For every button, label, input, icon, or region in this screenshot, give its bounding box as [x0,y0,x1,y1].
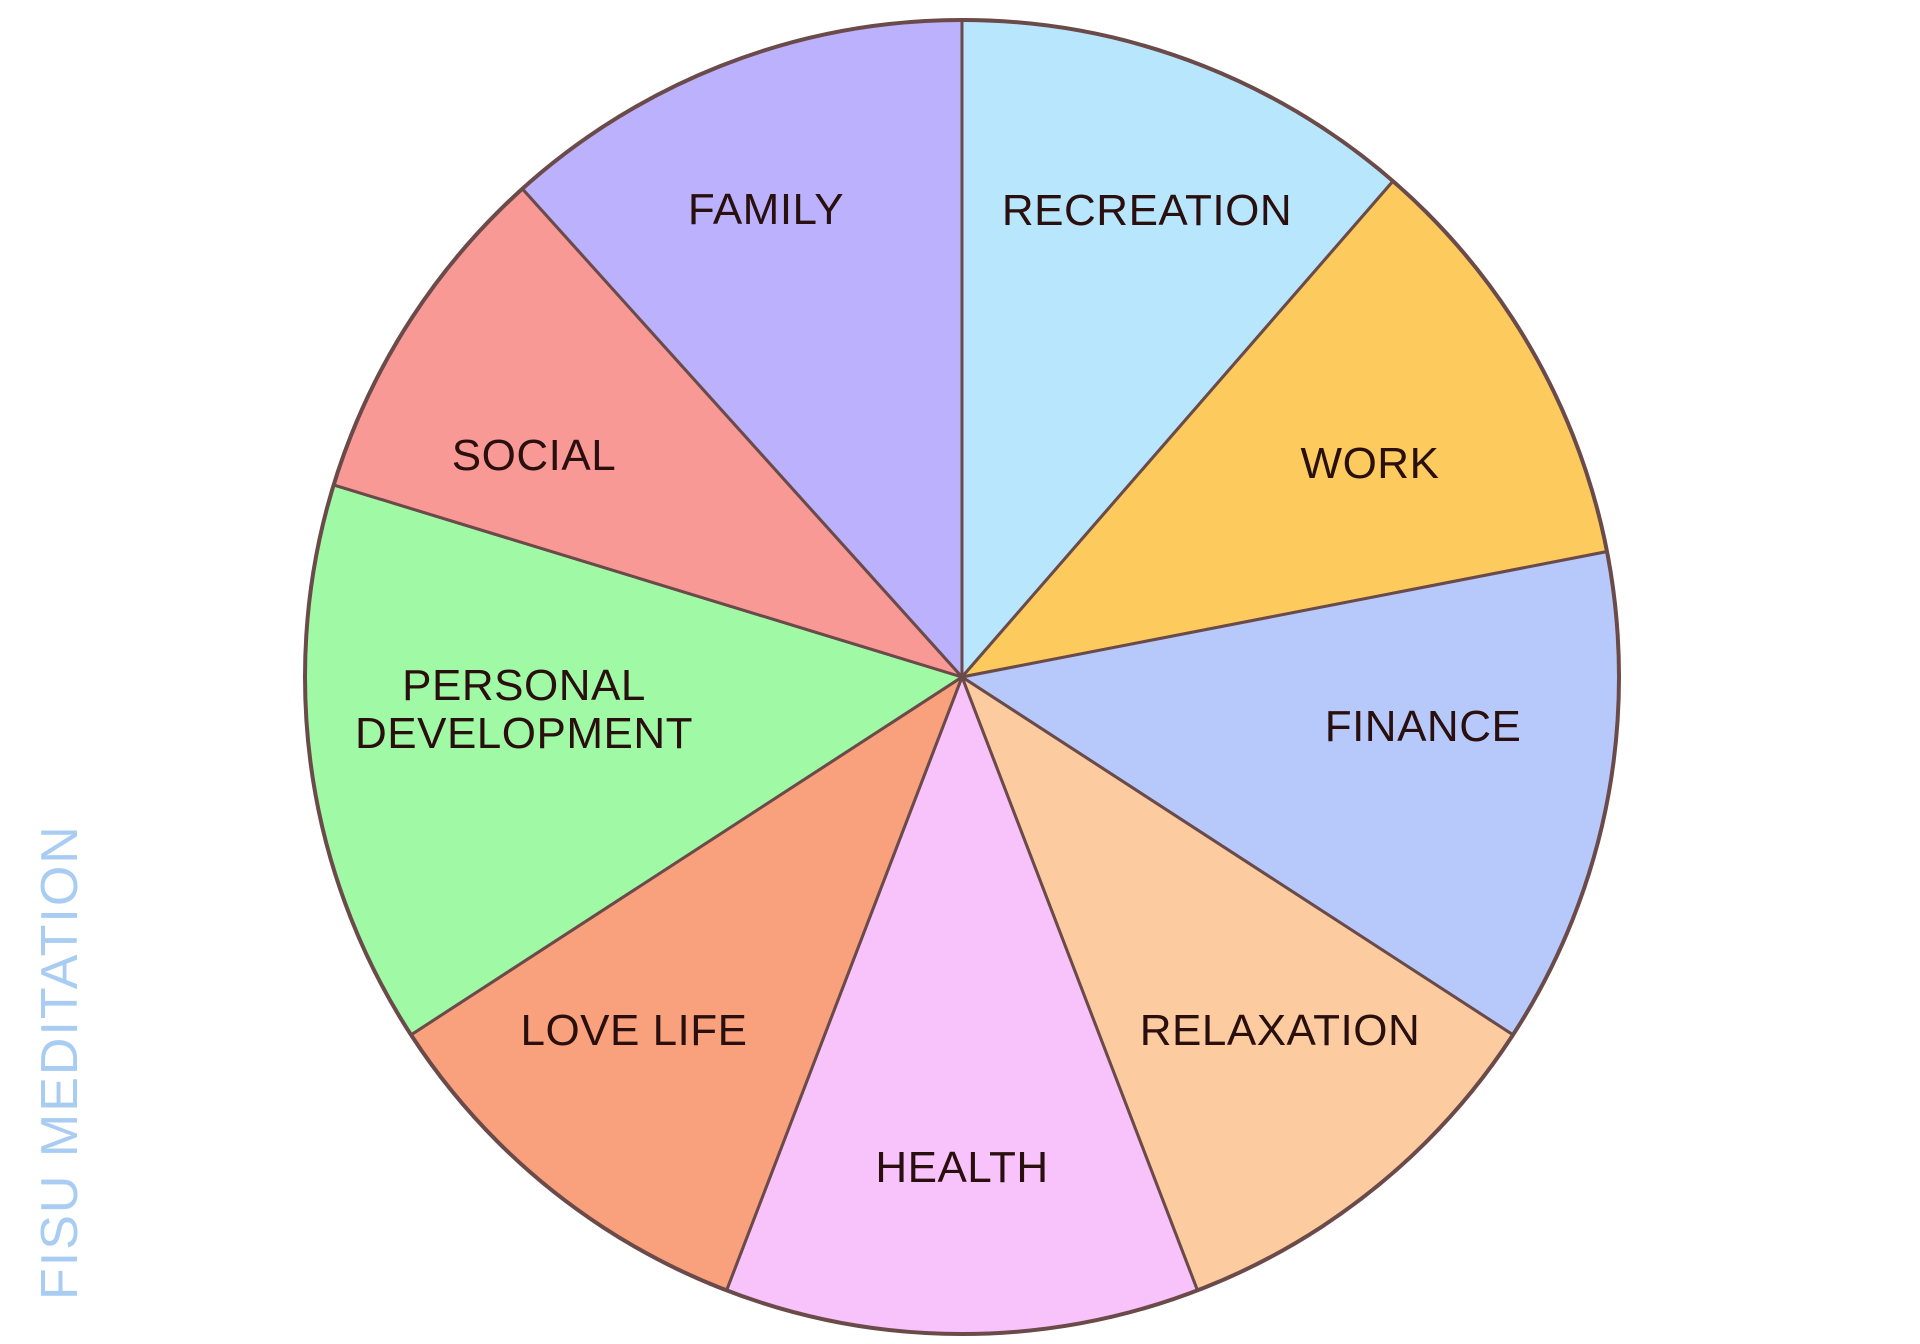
segment-label-line: WORK [1301,439,1440,488]
watermark-text: FISU MEDITATION [31,824,89,1300]
segment-label-recreation: RECREATION [1002,186,1292,235]
segment-label-line: RECREATION [1002,186,1292,235]
segment-label-work: WORK [1301,439,1440,488]
segment-label-finance: FINANCE [1325,702,1522,751]
segment-label-line: FINANCE [1325,702,1522,751]
segment-label-line: SOCIAL [452,431,616,480]
segment-label-line: RELAXATION [1140,1006,1420,1055]
segment-label-line: DEVELOPMENT [355,709,693,758]
wheel-labels: RECREATION WORK FINANCE RELAXATION HEALTH LOV… [355,185,1521,1192]
segment-label-line: LOVE LIFE [520,1006,747,1055]
segment-label-line: PERSONAL [402,661,646,710]
wheel-slices [303,18,1621,1336]
segment-label-love-life: LOVE LIFE [520,1006,747,1055]
segment-label-social: SOCIAL [452,431,616,480]
segment-label-relaxation: RELAXATION [1140,1006,1420,1055]
segment-label-family: FAMILY [688,185,844,234]
segment-label-health: HEALTH [875,1143,1048,1192]
segment-label-line: HEALTH [875,1143,1048,1192]
wheel-rim [303,18,1621,1336]
segment-label-line: FAMILY [688,185,844,234]
